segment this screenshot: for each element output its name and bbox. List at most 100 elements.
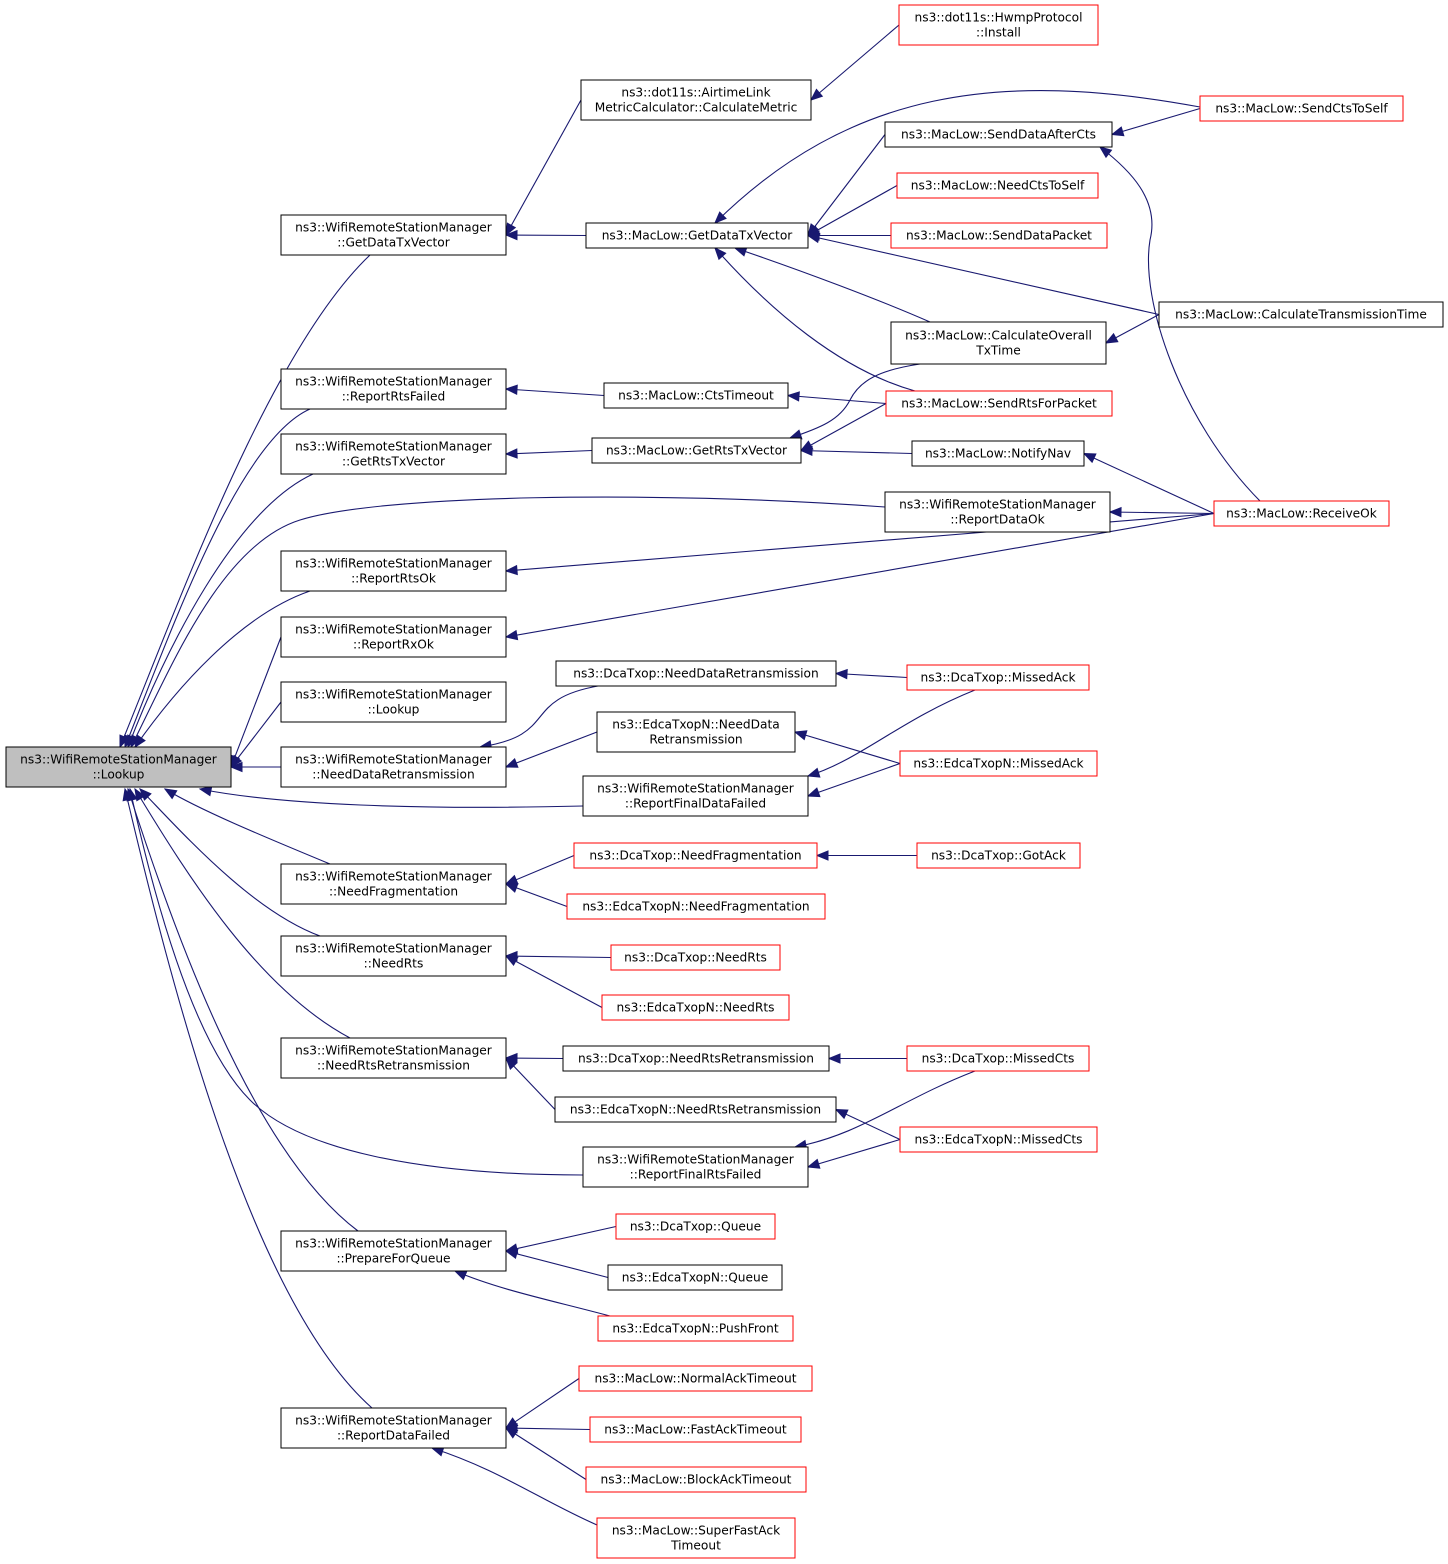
node-ctstimeout[interactable]: ns3::MacLow::CtsTimeout [603,382,789,409]
node-senddatapacket[interactable]: ns3::MacLow::SendDataPacket [890,222,1108,249]
node-dca_needrts[interactable]: ns3::DcaTxop::NeedRts [610,944,781,971]
node-box[interactable] [554,1096,837,1123]
node-calctranstime[interactable]: ns3::MacLow::CalculateTransmissionTime [1158,301,1444,328]
node-box[interactable] [280,214,507,256]
node-blockacktimeout[interactable]: ns3::MacLow::BlockAckTimeout [585,1466,807,1493]
node-box[interactable] [899,1126,1098,1153]
node-box[interactable] [582,775,809,817]
node-reportrxok[interactable]: ns3::WifiRemoteStationManager::ReportRxO… [280,616,507,658]
node-box[interactable] [280,616,507,658]
node-box[interactable] [280,550,507,592]
node-box[interactable] [601,994,790,1021]
node-box[interactable] [280,746,507,788]
node-box[interactable] [597,1315,794,1342]
node-box[interactable] [885,390,1113,417]
node-reportdataok[interactable]: ns3::WifiRemoteStationManager::ReportDat… [884,491,1111,533]
node-box[interactable] [573,842,818,869]
node-box[interactable] [585,1466,807,1493]
node-dca_needrtsretrans[interactable]: ns3::DcaTxop::NeedRtsRetransmission [562,1045,830,1072]
node-dca_gotack[interactable]: ns3::DcaTxop::GotAck [916,842,1081,869]
node-box[interactable] [1213,500,1390,527]
node-reportdatafailed[interactable]: ns3::WifiRemoteStationManager::ReportDat… [280,1407,507,1449]
node-box[interactable] [280,1407,507,1449]
node-box[interactable] [562,1045,830,1072]
node-box[interactable] [898,4,1099,46]
node-needctstoself[interactable]: ns3::MacLow::NeedCtsToSelf [896,172,1099,199]
node-box[interactable] [906,1045,1090,1072]
node-box[interactable] [555,660,837,687]
node-edca_pushfront[interactable]: ns3::EdcaTxopN::PushFront [597,1315,794,1342]
node-macgetdatatx[interactable]: ns3::MacLow::GetDataTxVector [585,222,809,249]
node-box[interactable] [280,935,507,977]
node-reportrtsok[interactable]: ns3::WifiRemoteStationManager::ReportRts… [280,550,507,592]
node-lookup2[interactable]: ns3::WifiRemoteStationManager::Lookup [280,681,507,723]
node-box[interactable] [280,368,507,410]
node-box[interactable] [5,746,232,788]
node-macgetrtstx[interactable]: ns3::MacLow::GetRtsTxVector [591,437,802,464]
node-box[interactable] [596,711,796,753]
node-box[interactable] [578,1365,813,1392]
node-normalacktimeout[interactable]: ns3::MacLow::NormalAckTimeout [578,1365,813,1392]
node-box[interactable] [911,440,1085,467]
node-edca_needdataretrans[interactable]: ns3::EdcaTxopN::NeedDataRetransmission [596,711,796,753]
node-box[interactable] [280,863,507,905]
node-reportrtsfailed[interactable]: ns3::WifiRemoteStationManager::ReportRts… [280,368,507,410]
node-sendrtsforpacket[interactable]: ns3::MacLow::SendRtsForPacket [885,390,1113,417]
node-box[interactable] [916,842,1081,869]
node-edca_missedcts[interactable]: ns3::EdcaTxopN::MissedCts [899,1126,1098,1153]
node-edca_queue[interactable]: ns3::EdcaTxopN::Queue [607,1264,783,1291]
node-getrtstx_wrsm[interactable]: ns3::WifiRemoteStationManager::GetRtsTxV… [280,433,507,475]
node-box[interactable] [580,79,812,121]
node-airtime[interactable]: ns3::dot11s::AirtimeLinkMetricCalculator… [580,79,812,121]
node-box[interactable] [596,1517,796,1559]
node-sendctstoself[interactable]: ns3::MacLow::SendCtsToSelf [1199,95,1404,122]
node-box[interactable] [603,382,789,409]
node-box[interactable] [615,1213,776,1240]
node-needrts_wrsm[interactable]: ns3::WifiRemoteStationManager::NeedRts [280,935,507,977]
node-box[interactable] [906,664,1090,691]
node-box[interactable] [884,491,1111,533]
node-edca_needrts[interactable]: ns3::EdcaTxopN::NeedRts [601,994,790,1021]
node-notifynav[interactable]: ns3::MacLow::NotifyNav [911,440,1085,467]
node-box[interactable] [280,1037,507,1079]
node-box[interactable] [566,893,826,920]
node-lookup_root[interactable]: ns3::WifiRemoteStationManager::Lookup [5,746,232,788]
node-box[interactable] [280,681,507,723]
node-box[interactable] [591,437,802,464]
node-box[interactable] [582,1146,809,1188]
node-hwmp[interactable]: ns3::dot11s::HwmpProtocol::Install [898,4,1099,46]
node-box[interactable] [1158,301,1444,328]
node-box[interactable] [607,1264,783,1291]
node-getdatatx_wrsm[interactable]: ns3::WifiRemoteStationManager::GetDataTx… [280,214,507,256]
node-receiveok[interactable]: ns3::MacLow::ReceiveOk [1213,500,1390,527]
node-box[interactable] [899,750,1098,777]
node-needfrag_wrsm[interactable]: ns3::WifiRemoteStationManager::NeedFragm… [280,863,507,905]
node-box[interactable] [896,172,1099,199]
node-edca_needfrag[interactable]: ns3::EdcaTxopN::NeedFragmentation [566,893,826,920]
node-dca_missedcts[interactable]: ns3::DcaTxop::MissedCts [906,1045,1090,1072]
node-box[interactable] [589,1416,802,1443]
node-box[interactable] [1199,95,1404,122]
node-box[interactable] [280,433,507,475]
node-dca_needfrag[interactable]: ns3::DcaTxop::NeedFragmentation [573,842,818,869]
node-box[interactable] [890,222,1108,249]
node-box[interactable] [610,944,781,971]
node-edca_needrtsretrans[interactable]: ns3::EdcaTxopN::NeedRtsRetransmission [554,1096,837,1123]
node-box[interactable] [280,1230,507,1272]
node-reportfinaldatafailed[interactable]: ns3::WifiRemoteStationManager::ReportFin… [582,775,809,817]
node-box[interactable] [884,121,1113,148]
node-needdataretrans_wrsm[interactable]: ns3::WifiRemoteStationManager::NeedDataR… [280,746,507,788]
node-box[interactable] [890,321,1107,365]
node-dca_needdataretrans[interactable]: ns3::DcaTxop::NeedDataRetransmission [555,660,837,687]
node-edca_missedack[interactable]: ns3::EdcaTxopN::MissedAck [899,750,1098,777]
node-box[interactable] [585,222,809,249]
node-reportfinalrtsfailed[interactable]: ns3::WifiRemoteStationManager::ReportFin… [582,1146,809,1188]
node-needrtsretrans_wrsm[interactable]: ns3::WifiRemoteStationManager::NeedRtsRe… [280,1037,507,1079]
node-dca_missedack[interactable]: ns3::DcaTxop::MissedAck [906,664,1090,691]
node-dca_queue[interactable]: ns3::DcaTxop::Queue [615,1213,776,1240]
node-senddataaftercts[interactable]: ns3::MacLow::SendDataAfterCts [884,121,1113,148]
node-fastacktimeout[interactable]: ns3::MacLow::FastAckTimeout [589,1416,802,1443]
node-prepareforqueue[interactable]: ns3::WifiRemoteStationManager::PrepareFo… [280,1230,507,1272]
